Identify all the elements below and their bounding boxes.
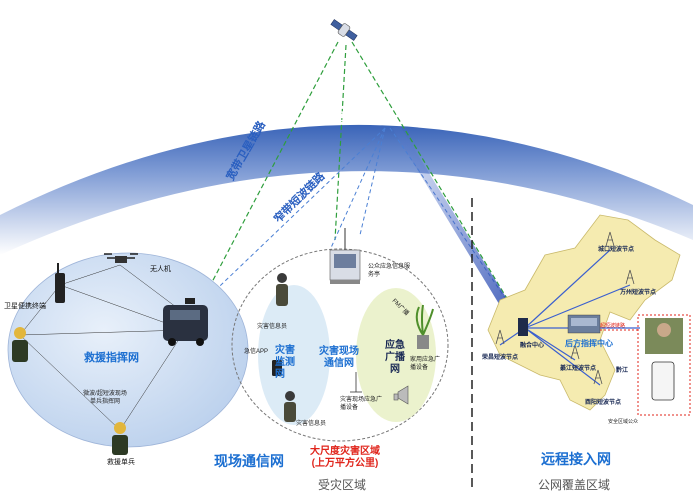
disaster-monitor-net-label: 灾害监测网 xyxy=(275,345,295,380)
radio-tower-icons xyxy=(495,231,635,385)
loudspeaker-icon xyxy=(393,385,409,405)
info-kiosk-icon xyxy=(329,228,361,284)
broadcast-net-ellipse xyxy=(356,288,436,422)
sat-portable-terminal-label: 卫星便携终端 xyxy=(4,303,46,310)
info-officer-icons xyxy=(276,273,296,422)
rear-command-center-label: 后方指挥中心 xyxy=(565,339,613,348)
node-chengkou-label: 城口短波节点 xyxy=(598,247,635,253)
public-coverage-area-label: 公网覆盖区域 xyxy=(538,478,611,492)
large-disaster-area-line2: (上万平方公里) xyxy=(311,458,379,469)
ionosphere-label: 电离层 xyxy=(333,109,370,123)
phone-icon xyxy=(651,361,675,401)
fusion-center-icon xyxy=(518,318,528,336)
field-comm-net-label: 现场通信网 xyxy=(214,453,284,469)
ionosphere-arc xyxy=(0,124,693,255)
rescue-command-net-label: 救援指挥网 xyxy=(84,352,139,364)
emergency-broadcast-net-label: 应急广播网 xyxy=(385,340,405,375)
emergency-app-phone xyxy=(272,360,282,376)
large-disaster-area-label: 大尺度灾害区域 (上万平方公里) xyxy=(310,446,380,470)
node-youyang-label: 酉阳短波节点 xyxy=(585,400,622,406)
map-links xyxy=(499,249,640,386)
fusion-center-label: 融合中心 xyxy=(520,343,545,349)
scene-broadcast-label: 灾害现场应急广播设备 xyxy=(340,397,383,411)
monitor-net-ellipse xyxy=(258,285,330,425)
field-network-circle xyxy=(231,248,449,442)
node-qijiang-label: 綦江短波节点 xyxy=(560,366,597,372)
command-vehicle-icon xyxy=(163,298,208,346)
hf-beam xyxy=(392,126,520,322)
home-broadcast-label: 家用应急广播设备 xyxy=(410,357,441,371)
affected-area-label: 受灾区域 xyxy=(318,478,367,492)
info-officer-top-label: 灾害信息员 xyxy=(257,324,288,330)
info-officer-bottom-label: 灾害信息员 xyxy=(296,421,327,427)
walkie-talkie-icon xyxy=(55,273,65,303)
node-wanzhou-label: 万州短波节点 xyxy=(620,290,657,296)
soldier-box xyxy=(637,314,691,416)
node-qianjiang-label: 黔江 xyxy=(616,368,629,374)
plant-speaker-icon xyxy=(415,304,434,349)
node-rongchang-label: 荣昌短波节点 xyxy=(482,355,519,361)
public-info-terminal-label: 公众应急信息服务亭 xyxy=(368,264,411,278)
rescue-soldier-label: 救援单兵 xyxy=(107,459,135,466)
remote-access-net-label: 远程接入网 xyxy=(541,451,611,467)
drone-icon xyxy=(104,253,138,263)
security-zone-label: 安全区域公众 xyxy=(608,419,639,425)
field-antenna-icon xyxy=(350,372,362,393)
large-disaster-area-line1: 大尺度灾害区域 xyxy=(310,446,380,457)
public-network-map xyxy=(487,214,681,411)
emergency-app-label: 急信APP xyxy=(244,349,269,355)
satellite-links xyxy=(199,41,521,321)
uav-label: 无人机 xyxy=(150,266,171,273)
soldier-icons xyxy=(12,327,128,455)
micro-link-label: 超短波链路 xyxy=(600,323,626,329)
satellite-icon xyxy=(330,19,358,41)
command-net-lines xyxy=(19,264,186,431)
micro-sw-net-label: 微波/超短波现场单兵指挥网 xyxy=(83,391,127,405)
scene-comm-net-label: 灾害现场通信网 xyxy=(319,346,359,369)
